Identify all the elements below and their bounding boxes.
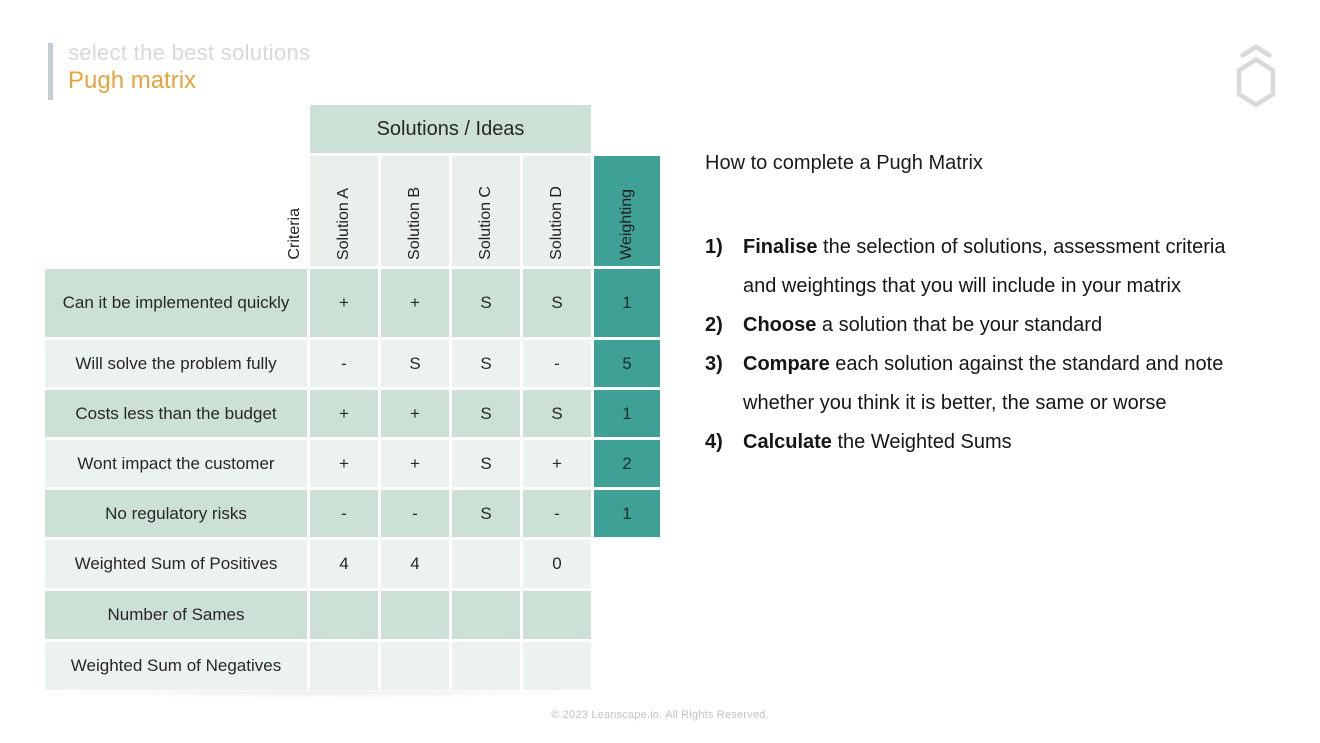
page-title: Pugh matrix <box>68 67 197 94</box>
step-number: 3) <box>705 353 723 375</box>
criteria-header-cell: Criteria <box>45 156 307 266</box>
hexagon-chevron-icon <box>1233 40 1279 113</box>
instructions-heading: How to complete a Pugh Matrix <box>705 152 983 174</box>
matrix-cell <box>452 540 520 588</box>
step-text: Finalise the selection of solutions, ass… <box>743 228 1257 306</box>
column-header-solution-b: Solution B <box>381 156 449 266</box>
criteria-row-label: No regulatory risks <box>45 490 307 537</box>
matrix-cell <box>381 591 449 639</box>
matrix-cell: S <box>452 490 520 537</box>
matrix-cell: - <box>310 490 378 537</box>
step-lead-word: Choose <box>743 314 817 336</box>
step-rest-text: the Weighted Sums <box>831 431 1012 453</box>
column-header-label: Solution B <box>406 187 423 260</box>
summary-row-label: Weighted Sum of Negatives <box>45 642 307 690</box>
column-header-weighting: Weighting <box>594 156 660 266</box>
spacer-cell <box>594 540 660 588</box>
weighting-cell: 1 <box>594 269 660 337</box>
weighting-cell: 2 <box>594 440 660 487</box>
pugh-matrix-table: Solutions / Ideas Criteria Solution A So… <box>45 105 660 690</box>
matrix-cell: S <box>452 269 520 337</box>
step-number: 4) <box>705 431 723 453</box>
matrix-cell: - <box>523 490 591 537</box>
instruction-step-1: 1) Finalise the selection of solutions, … <box>705 228 1257 306</box>
matrix-cell: - <box>310 340 378 387</box>
step-rest-text: a solution that be your standard <box>816 314 1103 336</box>
matrix-cell: + <box>381 269 449 337</box>
matrix-cell: - <box>523 340 591 387</box>
matrix-cell: S <box>452 340 520 387</box>
matrix-cell <box>523 591 591 639</box>
slide-kicker: select the best solutions <box>68 40 311 65</box>
matrix-cell: + <box>381 440 449 487</box>
matrix-cell <box>310 591 378 639</box>
matrix-cell: S <box>452 440 520 487</box>
summary-row-label: Weighted Sum of Positives <box>45 540 307 588</box>
matrix-cell: - <box>381 490 449 537</box>
step-text: Compare each solution against the standa… <box>743 345 1257 423</box>
weighting-cell: 5 <box>594 340 660 387</box>
column-header-solution-c: Solution C <box>452 156 520 266</box>
matrix-cell <box>523 642 591 690</box>
instruction-step-3: 3) Compare each solution against the sta… <box>705 345 1257 423</box>
matrix-cell <box>381 642 449 690</box>
matrix-cell: S <box>381 340 449 387</box>
matrix-cell: 4 <box>310 540 378 588</box>
spacer-cell <box>594 105 660 153</box>
step-lead-word: Compare <box>743 353 830 375</box>
matrix-cell <box>310 642 378 690</box>
step-lead-word: Finalise <box>743 236 818 258</box>
step-number: 2) <box>705 314 723 336</box>
step-rest-text: each solution against the standard and n… <box>743 353 1224 414</box>
weighting-cell: 1 <box>594 490 660 537</box>
criteria-row-label: Can it be implemented quickly <box>45 269 307 337</box>
criteria-label: Criteria <box>286 208 303 260</box>
step-lead-word: Calculate <box>743 431 832 453</box>
matrix-cell: 4 <box>381 540 449 588</box>
column-header-label: Solution C <box>477 186 494 260</box>
matrix-cell: + <box>310 390 378 437</box>
weighting-label: Weighting <box>618 189 635 260</box>
spacer-cell <box>594 591 660 639</box>
column-header-solution-d: Solution D <box>523 156 591 266</box>
group-header-solutions-ideas: Solutions / Ideas <box>310 105 591 153</box>
criteria-row-label: Will solve the problem fully <box>45 340 307 387</box>
matrix-cell <box>452 591 520 639</box>
column-header-solution-a: Solution A <box>310 156 378 266</box>
instruction-step-2: 2) Choose a solution that be your standa… <box>705 306 1257 345</box>
weighting-cell: 1 <box>594 390 660 437</box>
matrix-cell: + <box>310 440 378 487</box>
column-header-label: Solution A <box>335 187 352 260</box>
step-text: Choose a solution that be your standard <box>743 306 1257 345</box>
step-rest-text: the selection of solutions, assessment c… <box>743 236 1226 297</box>
matrix-cell <box>452 642 520 690</box>
matrix-cell: + <box>523 440 591 487</box>
matrix-cell: S <box>452 390 520 437</box>
spacer-cell <box>45 105 307 153</box>
matrix-cell: 0 <box>523 540 591 588</box>
copyright-footer: © 2023 Leanscape.io. All Rights Reserved… <box>551 709 769 721</box>
criteria-row-label: Wont impact the customer <box>45 440 307 487</box>
step-number: 1) <box>705 236 723 258</box>
criteria-row-label: Costs less than the budget <box>45 390 307 437</box>
matrix-cell: + <box>310 269 378 337</box>
column-header-label: Solution D <box>548 186 565 260</box>
matrix-cell: S <box>523 390 591 437</box>
step-text: Calculate the Weighted Sums <box>743 423 1257 462</box>
spacer-cell <box>594 642 660 690</box>
instruction-step-4: 4) Calculate the Weighted Sums <box>705 423 1257 462</box>
summary-row-label: Number of Sames <box>45 591 307 639</box>
title-accent-bar <box>48 43 53 100</box>
matrix-cell: + <box>381 390 449 437</box>
table-shadow <box>50 688 595 698</box>
matrix-cell: S <box>523 269 591 337</box>
instructions-panel: How to complete a Pugh Matrix 1) Finalis… <box>705 150 1257 462</box>
